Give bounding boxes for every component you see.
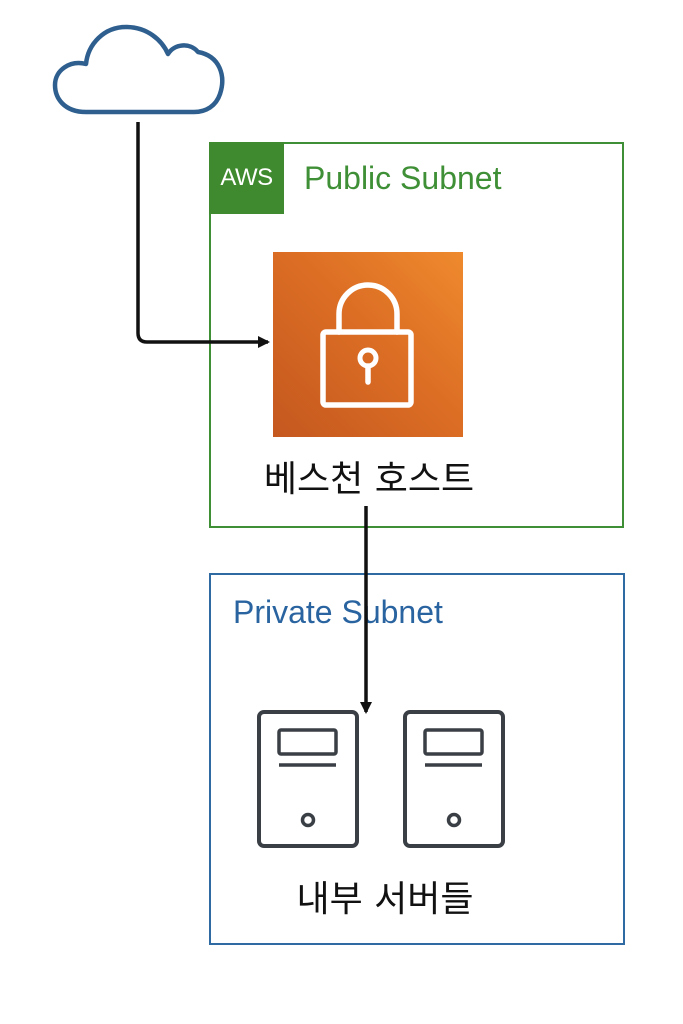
- server-icon: [403, 710, 505, 848]
- internal-servers-label: 내부 서버들: [296, 879, 474, 920]
- aws-badge: AWS: [209, 142, 284, 214]
- bastion-host-tile: [273, 252, 463, 437]
- server-icon: [257, 710, 359, 848]
- lock-icon: [320, 282, 414, 408]
- private-subnet-box: [209, 573, 625, 945]
- bastion-host-label: 베스천 호스트: [263, 459, 475, 500]
- cloud-icon: [52, 24, 225, 115]
- cloud-to-bastion-arrow: [136, 122, 270, 348]
- public-subnet-box: [209, 142, 624, 528]
- public-subnet-title: Public Subnet: [304, 160, 502, 196]
- private-subnet-title: Private Subnet: [233, 594, 443, 630]
